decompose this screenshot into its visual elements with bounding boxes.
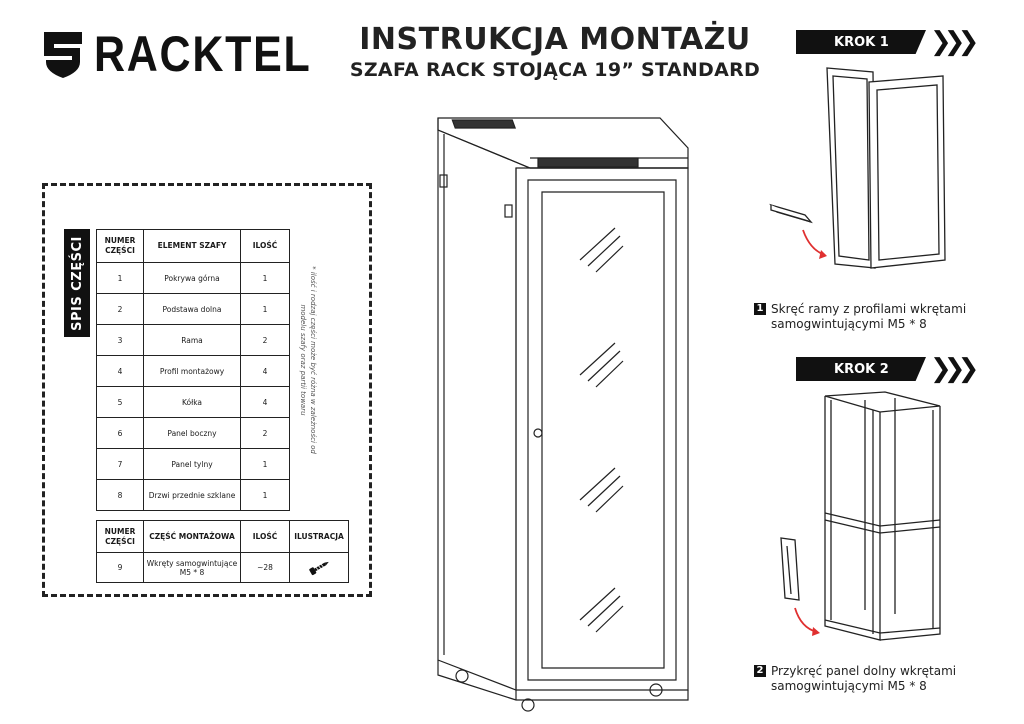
table-cell: 2 (240, 324, 290, 356)
parts-list-frame (42, 183, 372, 597)
step1-text: Skręć ramy z profilami wkrętami samogwin… (771, 302, 967, 331)
table-cell: 1 (240, 262, 290, 294)
table-header: ILOŚĆ (240, 520, 290, 553)
rack-cabinet-illustration (437, 117, 689, 712)
step1-header-label: KROK 1 (796, 30, 926, 54)
step1-number: 1 (754, 303, 766, 315)
step1-illustration (769, 67, 946, 269)
table-header: ILOŚĆ (240, 229, 290, 263)
step2-text: Przykręć panel dolny wkrętami samogwintu… (771, 664, 957, 693)
chevron-arrows-icon: ❯❯❯ (930, 354, 979, 384)
table-cell: 5 (96, 386, 144, 418)
step2-instruction: 2 Przykręć panel dolny wkrętami samogwin… (754, 664, 984, 694)
table-cell: 4 (240, 386, 290, 418)
table-header: CZĘŚĆ MONTAŻOWA (143, 520, 241, 553)
table-cell: 1 (240, 293, 290, 325)
table-header-row: NUMER CZĘŚCI ELEMENT SZAFY ILOŚĆ (96, 229, 290, 263)
step1-instruction: 1 Skręć ramy z profilami wkrętami samogw… (754, 302, 984, 332)
table-cell: 8 (96, 479, 144, 511)
table-header: ELEMENT SZAFY (143, 229, 241, 263)
step2-header: KROK 2 ❯❯❯ (796, 354, 979, 384)
brand-logo: RACKTEL (40, 24, 347, 84)
table-header: ILUSTRACJA (289, 520, 349, 553)
table-cell: ~28 (240, 552, 290, 583)
table-header: NUMER CZĘŚCI (96, 520, 144, 553)
mounting-parts-table: NUMER CZĘŚCI CZĘŚĆ MONTAŻOWA ILOŚĆ ILUST… (96, 520, 349, 583)
racktel-shield-logo-icon (44, 32, 82, 78)
table-cell: Kółka (143, 386, 241, 418)
page-title: INSTRUKCJA MONTAŻU (359, 22, 751, 57)
table-cell: 1 (240, 448, 290, 480)
step2-illustration (780, 391, 941, 641)
step1-header: KROK 1 ❯❯❯ (796, 27, 979, 57)
step2-number: 2 (754, 665, 766, 677)
brand-name: RACKTEL (94, 26, 312, 82)
table-cell (289, 552, 349, 583)
parts-note: * ilość i rodzaj części może być różna w… (288, 266, 328, 460)
table-cell: 2 (96, 293, 144, 325)
parts-list-label: SPIS CZĘŚCI (69, 235, 85, 331)
document-title: INSTRUKCJA MONTAŻU SZAFA RACK STOJĄCA 19… (330, 22, 780, 82)
table-cell: 4 (240, 355, 290, 387)
table-cell: Podstawa dolna (143, 293, 241, 325)
table-row: 9 Wkręty samogwintujące M5 * 8 ~28 (96, 552, 349, 583)
table-cell: 9 (96, 552, 144, 583)
table-cell: Profil montażowy (143, 355, 241, 387)
table-cell: 2 (240, 417, 290, 449)
table-header-row: NUMER CZĘŚCI CZĘŚĆ MONTAŻOWA ILOŚĆ ILUST… (96, 520, 349, 553)
table-cell: 3 (96, 324, 144, 356)
table-cell: Rama (143, 324, 241, 356)
parts-note-text: * ilość i rodzaj części może być różna w… (299, 266, 317, 454)
table-cell: 1 (96, 262, 144, 294)
table-cell: Panel tylny (143, 448, 241, 480)
page-subtitle: SZAFA RACK STOJĄCA 19” STANDARD (349, 59, 761, 81)
table-cell: 7 (96, 448, 144, 480)
table-cell: Pokrywa górna (143, 262, 241, 294)
screw-icon (309, 561, 329, 575)
chevron-arrows-icon: ❯❯❯ (930, 27, 979, 57)
table-cell: 6 (96, 417, 144, 449)
table-header: NUMER CZĘŚCI (96, 229, 144, 263)
table-cell: 4 (96, 355, 144, 387)
parts-list-tab: SPIS CZĘŚCI (64, 229, 90, 337)
table-cell: 1 (240, 479, 290, 511)
table-cell: Wkręty samogwintujące M5 * 8 (143, 552, 241, 583)
step2-header-label: KROK 2 (796, 357, 926, 381)
table-cell: Drzwi przednie szklane (143, 479, 241, 511)
table-cell: Panel boczny (143, 417, 241, 449)
